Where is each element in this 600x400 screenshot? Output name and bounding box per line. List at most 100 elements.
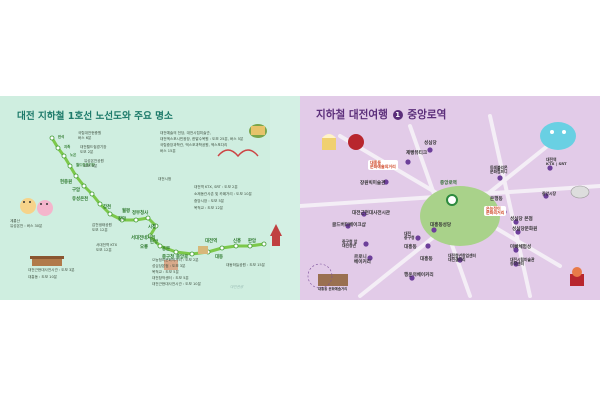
- label-eunhaeng[interactable]: 중구청 앞 대전청년: [342, 239, 358, 248]
- gift-icon: [570, 267, 584, 286]
- station-label-seodaejeon: 서대전네거리: [131, 236, 156, 241]
- station-dot[interactable]: [61, 153, 67, 159]
- station-dot[interactable]: [147, 233, 153, 239]
- label-jangwoon[interactable]: 장원빅미술관: [360, 181, 386, 186]
- poi-marker[interactable]: [345, 223, 351, 229]
- station-dot[interactable]: [157, 243, 163, 249]
- station-dot[interactable]: [67, 163, 73, 169]
- station-dot[interactable]: [49, 135, 55, 141]
- label-art-center[interactable]: 대전시립미술관 창작센터: [510, 257, 535, 266]
- poi-marker[interactable]: [513, 219, 519, 225]
- poi-marker[interactable]: [361, 211, 367, 217]
- label-tuewiklam[interactable]: 트레블리몬 문화컴퍼니: [490, 165, 508, 174]
- station-dot[interactable]: [97, 201, 103, 207]
- label-ktx[interactable]: 대전역 KTX | SRT: [546, 157, 567, 166]
- station-dot[interactable]: [89, 191, 95, 197]
- label-junggu: 대전 중구청: [404, 231, 415, 240]
- note-daejeon-2: 소제동관사촌 및 카페거리 : 도보 10분: [194, 192, 252, 196]
- station-dot[interactable]: [173, 249, 179, 255]
- station-label-galma: 갈마: [118, 217, 127, 222]
- note-center-2: 성심당본점 : 도보 3분: [152, 264, 186, 268]
- note-seodaejeon-2: 도보 12분: [96, 248, 112, 252]
- poi-marker[interactable]: [363, 241, 369, 247]
- poi-marker[interactable]: [497, 175, 503, 181]
- junganglo-title: 지하철 대전여행 1 중앙로역: [316, 110, 446, 121]
- line1-map-panel: 대전 지하철 1호선 노선도와 주요 명소 반석 지족 노은 월드컵경기장 현충…: [0, 96, 300, 300]
- poi-marker[interactable]: [513, 247, 519, 253]
- station-label-banseok: 반석: [58, 135, 65, 139]
- station-dots: [49, 135, 267, 257]
- station-label-oryong: 오룡: [140, 245, 149, 250]
- poi-marker[interactable]: [367, 255, 373, 261]
- station-label-jungang: 중앙로: [176, 255, 189, 260]
- station-label-yuseong: 유성온천: [72, 197, 89, 202]
- note-center-3: 목척교 : 도보 5분: [152, 270, 179, 274]
- label-daeheung-art[interactable]: 대흥동 문화예술의거리: [368, 160, 398, 170]
- poi-marker[interactable]: [415, 235, 421, 241]
- note-kyeryong-1: 계룡산: [10, 219, 20, 223]
- station-dot[interactable]: [247, 243, 253, 249]
- watermark: 대전관광: [230, 285, 244, 289]
- junganglo-map-svg: [300, 114, 600, 298]
- label-eunjeong[interactable]: 은능정이 문화의거리: [484, 206, 507, 216]
- label-sungsim-culture[interactable]: 성심당문화원: [512, 227, 538, 232]
- poi-marker[interactable]: [409, 275, 415, 281]
- station-dot[interactable]: [55, 145, 61, 151]
- poi-marker[interactable]: [383, 179, 389, 185]
- station-dot[interactable]: [81, 183, 87, 189]
- station-dot[interactable]: [189, 251, 195, 257]
- label-gold[interactable]: 골드버터베이크샵: [332, 223, 366, 228]
- top-right-pavilion-icon: [249, 124, 267, 138]
- station-dot[interactable]: [261, 241, 267, 247]
- station-label-sinheung: 신흥: [233, 239, 242, 244]
- characters-icon: [20, 198, 53, 216]
- stamp-icon: [270, 224, 282, 246]
- label-junganglo: 중앙로역: [440, 181, 457, 186]
- station-dot[interactable]: [107, 211, 113, 217]
- station-label-yongmun: 용문: [162, 247, 171, 252]
- poi-marker[interactable]: [431, 227, 437, 233]
- station-dot[interactable]: [119, 217, 125, 223]
- poi-marker[interactable]: [547, 165, 553, 171]
- station-label-guam: 구암: [72, 188, 81, 193]
- note-yuseong-2: 도보 5분: [84, 164, 98, 168]
- note-worldcup-1: 대전월드컵경기장: [80, 145, 107, 149]
- note-hyeonchungwon-1: 국립대전현충원: [78, 131, 102, 135]
- note-gapcheon-2: 도보 12분: [92, 228, 108, 232]
- poi-marker[interactable]: [405, 159, 411, 165]
- poi-marker[interactable]: [457, 257, 463, 263]
- label-eunhaeng-dong[interactable]: 대흥동성당: [430, 223, 452, 228]
- label-jekiful[interactable]: 제빵뷰티크: [406, 151, 428, 156]
- line1-route: [50, 136, 266, 256]
- background-deco: [270, 96, 300, 300]
- station-dot[interactable]: [145, 215, 151, 221]
- cake-icon: [348, 134, 364, 150]
- poi-marker[interactable]: [543, 193, 549, 199]
- station-label-worldcup: 월드컵경기장: [76, 163, 95, 167]
- label-history[interactable]: 대전근현대사전시관: [352, 211, 391, 216]
- label-sungsimdang[interactable]: 성심당: [424, 141, 437, 146]
- label-youth[interactable]: 대전청년창업센터 대전갤러리: [448, 253, 476, 262]
- note-daejeon-1: 대전역 KTX, SRT : 도보 2분: [194, 185, 238, 189]
- label-sungsim-main[interactable]: 성심당 본점: [510, 217, 533, 222]
- note-daejeon-3: 중앙시장 : 도보 5분: [194, 199, 225, 203]
- label-bakery[interactable]: 르로니 베이커리: [354, 255, 371, 265]
- bridge-icon: [217, 149, 259, 158]
- poi-marker[interactable]: [427, 147, 433, 153]
- note-east-2: 대흥동 : 도보 10분: [28, 275, 58, 279]
- poi-marker[interactable]: [425, 243, 431, 249]
- title-prefix: 지하철 대전여행: [316, 109, 388, 121]
- label-daeheungdong-2: 대흥동: [420, 257, 433, 262]
- station-dot[interactable]: [219, 245, 225, 251]
- poi-marker[interactable]: [515, 229, 521, 235]
- label-mipa[interactable]: 미빠체험성: [510, 245, 532, 250]
- station-dot[interactable]: [233, 243, 239, 249]
- station-dot[interactable]: [73, 173, 79, 179]
- note-seodaejeon-1: 서대전역 KTX: [96, 243, 118, 247]
- station-dot[interactable]: [133, 217, 139, 223]
- station-dot[interactable]: [153, 223, 159, 229]
- label-hani[interactable]: 행운의베이커리: [404, 273, 434, 278]
- dashed-ring: [307, 263, 333, 289]
- label-joongang-market[interactable]: 중앙시장: [542, 191, 556, 196]
- poi-marker[interactable]: [513, 261, 519, 267]
